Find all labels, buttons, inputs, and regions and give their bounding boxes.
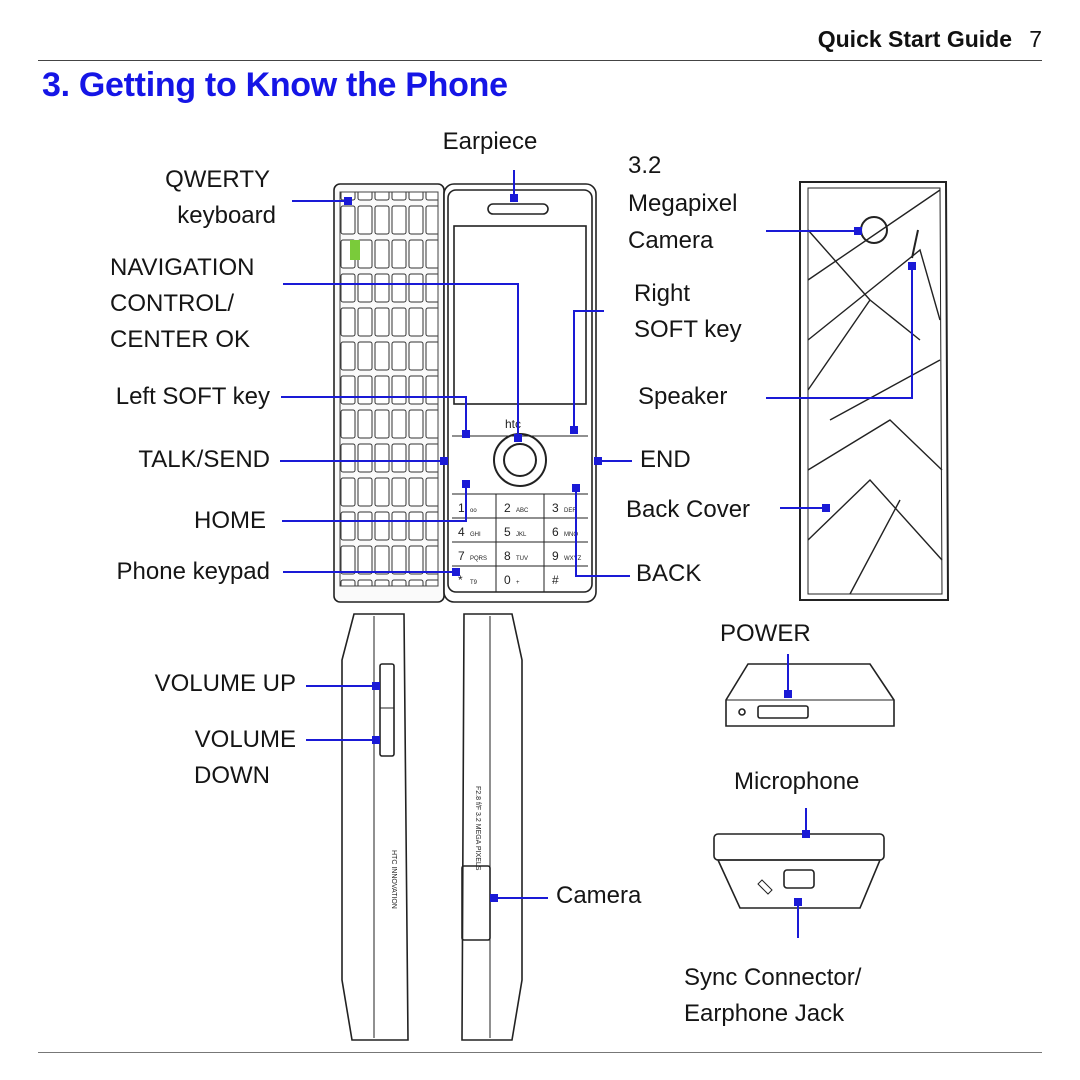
keypad-key-letters: TUV: [516, 556, 528, 562]
bottom-view: [713, 833, 885, 909]
keypad-key-number: 1: [458, 501, 465, 515]
label-camera-mp-3: Camera: [628, 227, 714, 254]
keypad-key-number: 6: [552, 525, 559, 539]
label-end: END: [640, 446, 691, 473]
label-phone-keypad: Phone keypad: [116, 558, 270, 585]
front-phone: [333, 183, 597, 603]
label-camera-mp-2: Megapixel: [628, 190, 738, 217]
keypad-key-number: 8: [504, 549, 511, 563]
label-right-soft-1: Right: [634, 280, 691, 307]
label-home: HOME: [194, 507, 266, 534]
keypad-key-number: 5: [504, 525, 511, 539]
back-cover: [799, 181, 950, 601]
label-camera-mp-1: 3.2: [628, 152, 662, 179]
keypad-key-number: 9: [552, 549, 559, 563]
keypad-key-letters: ABC: [516, 508, 529, 514]
side-view-right: [461, 613, 523, 1041]
keypad-key-number: 2: [504, 501, 511, 515]
keypad-key-number: 0: [504, 573, 511, 587]
keypad-key-letters: DEF: [564, 508, 576, 514]
label-qwerty-2: keyboard: [177, 202, 276, 229]
keypad-key-letters: JKL: [516, 532, 527, 538]
label-nav-3: CENTER OK: [110, 326, 251, 353]
keypad-key-letters: PQRS: [470, 556, 487, 562]
keypad-key-number: 3: [552, 501, 559, 515]
label-qwerty-1: QWERTY: [165, 166, 270, 193]
label-nav-2: CONTROL/: [110, 290, 235, 317]
side-lens-text: F2.8 f/F 3.2 MEGA PIXELS: [474, 786, 481, 871]
guide-title: Quick Start Guide: [817, 26, 1012, 52]
page-header: Quick Start Guide 7: [38, 20, 1042, 61]
label-power: POWER: [720, 620, 811, 647]
side-brand-text: HTC INNOVATION: [390, 850, 397, 909]
label-volume-up: VOLUME UP: [154, 670, 296, 697]
callout-lines: [280, 170, 913, 938]
keypad-key-number: *: [458, 573, 463, 587]
keypad-key-number: 7: [458, 549, 465, 563]
label-sync-1: Sync Connector/: [684, 964, 862, 991]
top-view: [725, 663, 895, 727]
keypad-key-letters: +: [516, 580, 520, 586]
keypad-key-number: 4: [458, 525, 465, 539]
label-sync-2: Earphone Jack: [684, 1000, 845, 1027]
callout-markers: [344, 194, 916, 906]
label-nav-1: NAVIGATION: [110, 254, 255, 281]
keypad-key-letters: T9: [470, 580, 478, 586]
label-speaker: Speaker: [638, 383, 728, 410]
keypad-key-letters: GHI: [470, 532, 481, 538]
label-camera-side: Camera: [556, 882, 642, 909]
label-left-soft-key: Left SOFT key: [115, 383, 270, 410]
section-title: 3. Getting to Know the Phone: [42, 66, 508, 104]
label-back: BACK: [636, 560, 702, 587]
page-number: 7: [1029, 26, 1042, 52]
label-volume-down-2: DOWN: [194, 762, 270, 789]
label-earpiece: Earpiece: [442, 128, 538, 155]
label-right-soft-2: SOFT key: [634, 316, 742, 343]
keypad-key-letters: oo: [470, 508, 477, 514]
keypad-key-letters: WXYZ: [564, 556, 582, 562]
side-view-left: [341, 613, 409, 1041]
keypad-key-number: #: [552, 573, 559, 587]
label-back-cover: Back Cover: [626, 496, 751, 523]
keypad-key-letters: MNO: [564, 532, 578, 538]
footer-rule: [38, 1052, 1042, 1053]
label-volume-down-1: VOLUME: [194, 726, 296, 753]
label-microphone: Microphone: [734, 768, 860, 795]
label-talk-send: TALK/SEND: [138, 446, 270, 473]
